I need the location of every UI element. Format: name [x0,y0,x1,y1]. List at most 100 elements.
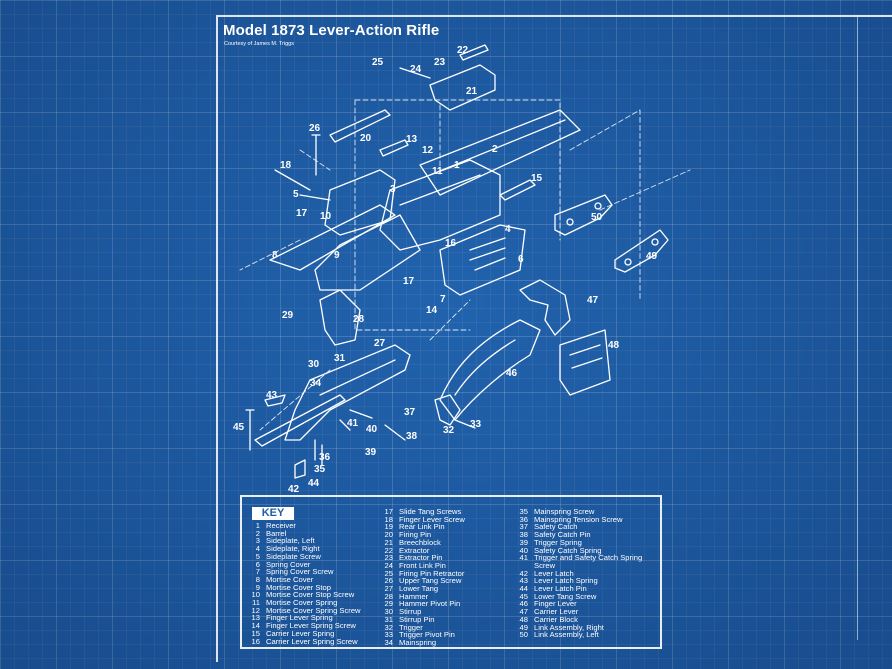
callout-40: 40 [366,424,378,435]
key-label: Safety Catch [534,522,578,532]
callout-14: 14 [426,305,438,316]
key-label: Trigger [399,622,423,632]
key-num: 1 [255,521,260,530]
key-num: 20 [384,530,393,540]
callout-31: 31 [334,353,346,364]
drawing-frame-right [857,15,858,640]
callout-34: 34 [310,378,322,389]
key-num: 6 [255,559,260,569]
key-row: 12 Mortise Cover Spring Screw [246,607,361,615]
carrier-lever-shape [519,279,571,336]
key-num: 28 [384,591,393,601]
key-label: Lever Latch Spring [534,576,598,586]
callout-20: 20 [360,133,372,144]
key-label: Slide Tang Screws [399,507,462,516]
callout-27: 27 [374,338,386,349]
key-label: Firing Pin Retractor [399,568,465,578]
key-label: Safety Catch Spring [534,545,602,555]
key-num: 22 [384,545,393,555]
callout-1: 1 [454,160,460,171]
key-label: Stirrup [399,607,422,617]
link-assembly-left-shape [554,194,613,236]
callout-46: 46 [506,368,518,379]
key-label: Finger Lever [534,599,577,609]
callout-43: 43 [266,390,278,401]
key-label: Carrier Lever Spring Screw [266,636,358,646]
key-num: 38 [519,530,528,540]
callout-7: 7 [440,294,446,305]
key-label: Lower Tang Screw [534,591,597,601]
callout-4: 4 [505,224,511,235]
key-num: 26 [384,576,393,586]
callout-47: 47 [587,295,599,306]
key-label: Mortise Cover Stop [266,582,331,592]
key-num: 4 [255,544,260,554]
callout-32: 32 [443,425,455,436]
barrel-shape [419,109,581,196]
key-num: 27 [384,584,393,594]
key-label: Mortise Cover Spring [266,598,338,608]
key-num: 39 [519,537,528,547]
callout-44: 44 [308,478,320,489]
callout-16: 16 [445,238,457,249]
key-num: 8 [255,574,260,584]
key-num: 2 [255,528,260,538]
key-label: Extractor [399,545,430,555]
key-num: 17 [384,507,393,516]
key-label: Trigger and Safety Catch Spring Screw [534,553,643,570]
key-label: Receiver [266,521,296,530]
key-label: Barrel [266,528,287,538]
key-label: Mortise Cover Stop Screw [266,590,355,600]
callout-10: 10 [320,211,332,222]
key-num: 49 [519,622,528,632]
key-label: Finger Lever Screw [399,514,465,524]
key-num: 24 [384,560,393,570]
callout-17a: 17 [296,208,308,219]
key-label: Front Link Pin [399,560,446,570]
key-label: Link Assembly, Left [534,630,599,640]
key-num: 12 [251,605,260,615]
key-label: Sideplate Screw [266,551,321,561]
hammer-shape [319,289,361,346]
key-label: Link Assembly, Right [534,622,604,632]
key-num: 14 [251,621,260,631]
key-label: Mainspring [399,637,437,647]
callout-41: 41 [347,418,359,429]
key-label: Mortise Cover Spring Screw [266,605,361,615]
callout-9: 9 [334,250,340,261]
callout-26: 26 [309,123,321,134]
firing-pin-shape [329,109,391,143]
key-label: Carrier Lever Spring [266,628,335,638]
key-row: 43 Lever Latch Spring [514,577,656,585]
link-assembly-right-shape [614,229,669,273]
key-num: 36 [519,514,528,524]
key-num: 43 [519,576,528,586]
key-num: 50 [519,630,528,640]
key-num: 44 [519,584,528,594]
callout-45: 45 [233,422,245,433]
key-num: 25 [384,568,393,578]
key-label: Lever Latch [534,568,574,578]
key-label: Lever Latch Pin [534,584,587,594]
